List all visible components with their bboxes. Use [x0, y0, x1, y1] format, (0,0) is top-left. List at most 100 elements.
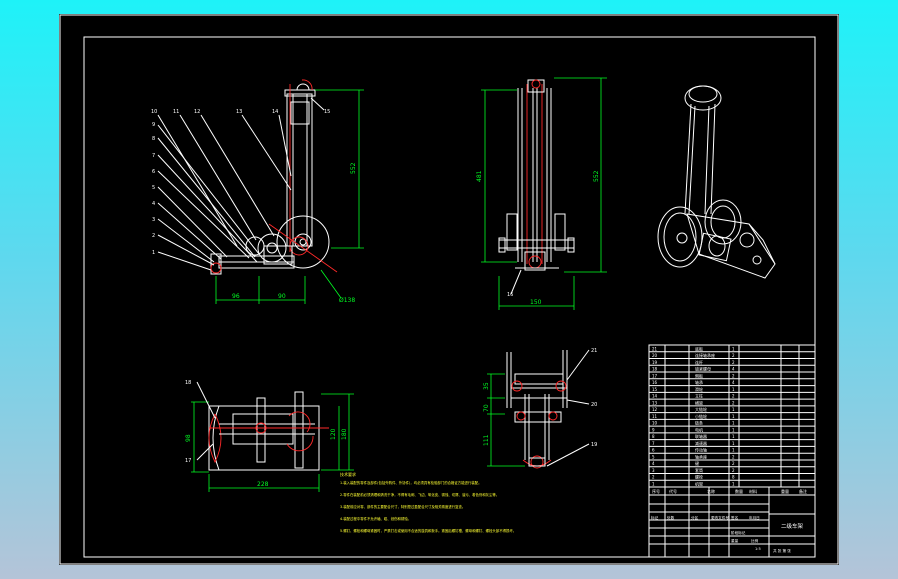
parts-row-name: 滑轮: [695, 386, 703, 392]
parts-row-number: 9: [652, 427, 655, 432]
sign-mark: 标记: [651, 515, 659, 520]
parts-row-name: 连接轴承座: [695, 352, 715, 358]
sign-zone: 分区: [691, 515, 699, 520]
sign-change: 更改文件号: [711, 515, 729, 520]
technical-notes: 技术要求 1.装入装配的零件及部件(包括外购件、外协件)，均必须具有检验部门的合…: [340, 471, 516, 533]
parts-row-name: 机架: [695, 481, 703, 487]
header-name: 名称: [707, 488, 715, 494]
parts-row-number: 11: [652, 414, 658, 419]
cad-drawing: 10 11 12 13 14 15 9 8 7 6 5 4 3 2 1 552 …: [59, 14, 839, 565]
parts-row-number: 10: [652, 421, 658, 426]
balloon-16: 16: [507, 292, 513, 298]
balloon-11: 11: [173, 109, 179, 115]
parts-row-number: 21: [652, 346, 658, 351]
parts-row-number: 5: [652, 454, 655, 459]
parts-row-number: 1: [652, 482, 655, 487]
balloon-20: 20: [591, 402, 597, 408]
parts-row-qty: 2: [732, 394, 735, 399]
balloon-5: 5: [152, 185, 155, 191]
front-view: 10 11 12 13 14 15 9 8 7 6 5 4 3 2 1 552 …: [151, 79, 364, 304]
balloon-1: 1: [152, 250, 155, 256]
dim-side-left-height: 481: [476, 170, 483, 182]
header-code: 代号: [669, 488, 677, 494]
parts-row-name: 减速器: [695, 440, 707, 446]
parts-row-qty: 1: [732, 421, 735, 426]
parts-row-number: 14: [652, 394, 658, 399]
drawing-name: 二级车架: [781, 522, 804, 530]
header-material: 材料: [749, 488, 757, 494]
parts-row-number: 17: [652, 373, 658, 378]
dim-front-wheel-dia: Ø138: [339, 297, 355, 304]
dim-side-width: 150: [530, 299, 542, 306]
parts-row-number: 3: [652, 468, 655, 473]
sign-count: 处数: [667, 515, 675, 520]
dim-top-height-b: 120: [330, 428, 337, 440]
note-line-4: 4.装配过程中零件不允许磕、碰、划伤和锈蚀。: [340, 516, 411, 521]
balloon-14: 14: [272, 109, 278, 115]
parts-row-number: 8: [652, 434, 655, 439]
parts-row-qty: 2: [732, 454, 735, 459]
parts-row-name: 连杆: [695, 359, 703, 365]
parts-row-number: 16: [652, 380, 658, 385]
inner-frame: [83, 36, 816, 558]
parts-row-qty: 4: [732, 380, 735, 385]
dim-front-base-left: 96: [232, 293, 240, 300]
parts-header: 序号 代号 名称 数量 材料 重量 备注: [652, 488, 807, 494]
parts-row-name: 立柱: [695, 393, 703, 399]
balloon-8: 8: [152, 136, 155, 142]
sheet-info: 共 张 第 张: [773, 548, 791, 553]
parts-row-qty: 1: [732, 482, 735, 487]
stage-mark: 阶段标记: [731, 530, 746, 535]
parts-row-name: 联轴器: [695, 433, 707, 439]
parts-row-name: 螺栓: [695, 474, 703, 480]
balloon-9: 9: [152, 122, 155, 128]
parts-row-qty: 1: [732, 448, 735, 453]
parts-row-qty: 2: [732, 360, 735, 365]
dim-front-height: 552: [350, 162, 357, 174]
parts-row-name: 大链轮: [695, 406, 707, 412]
drawing-sheet: 10 11 12 13 14 15 9 8 7 6 5 4 3 2 1 552 …: [59, 14, 839, 565]
header-no: 序号: [652, 488, 660, 494]
parts-row-name: 链条: [695, 420, 703, 426]
parts-row-name: 底板: [695, 345, 703, 351]
parts-row-name: 键: [695, 460, 699, 466]
parts-row-number: 7: [652, 441, 655, 446]
notes-title: 技术要求: [340, 471, 356, 477]
parts-row-qty: 1: [732, 427, 735, 432]
balloon-10: 10: [151, 109, 157, 115]
balloon-21: 21: [591, 348, 597, 354]
dim-top-height-c: 98: [185, 434, 192, 442]
parts-row-number: 2: [652, 475, 655, 480]
balloon-19: 19: [591, 442, 597, 448]
parts-row-name: 套筒: [695, 467, 703, 473]
scale-value: 1:5: [755, 547, 761, 551]
balloon-12: 12: [194, 109, 200, 115]
parts-row-number: 20: [652, 353, 658, 358]
balloon-2: 2: [152, 233, 155, 239]
parts-row-number: 18: [652, 367, 658, 372]
header-qty: 数量: [735, 488, 743, 494]
parts-row-qty: 1: [732, 414, 735, 419]
parts-row-name: 轴承: [695, 379, 703, 385]
parts-row-qty: 1: [732, 346, 735, 351]
stage-weight: 重量: [731, 538, 739, 543]
dim-detail-a: 35: [483, 382, 490, 390]
balloon-17: 17: [185, 458, 191, 464]
detail-view: 35 70 111 21 20 19: [483, 348, 597, 469]
dim-front-base-right: 90: [278, 293, 286, 300]
balloon-7: 7: [152, 153, 155, 159]
isometric-view: [657, 85, 776, 279]
parts-row-qty: 2: [732, 461, 735, 466]
dim-side-right-height: 552: [593, 170, 600, 182]
parts-row-number: 12: [652, 407, 658, 412]
parts-row-number: 6: [652, 448, 655, 453]
balloon-18: 18: [185, 380, 191, 386]
balloon-4: 4: [152, 201, 155, 207]
sign-date: 年月日: [749, 515, 760, 520]
dim-detail-c: 111: [483, 434, 490, 446]
parts-row-name: 传动轴: [695, 447, 707, 453]
balloon-13: 13: [236, 109, 242, 115]
balloon-15: 15: [324, 109, 330, 115]
stage-scale: 比例: [751, 538, 759, 543]
side-view: 481 552 150 16: [476, 77, 607, 310]
